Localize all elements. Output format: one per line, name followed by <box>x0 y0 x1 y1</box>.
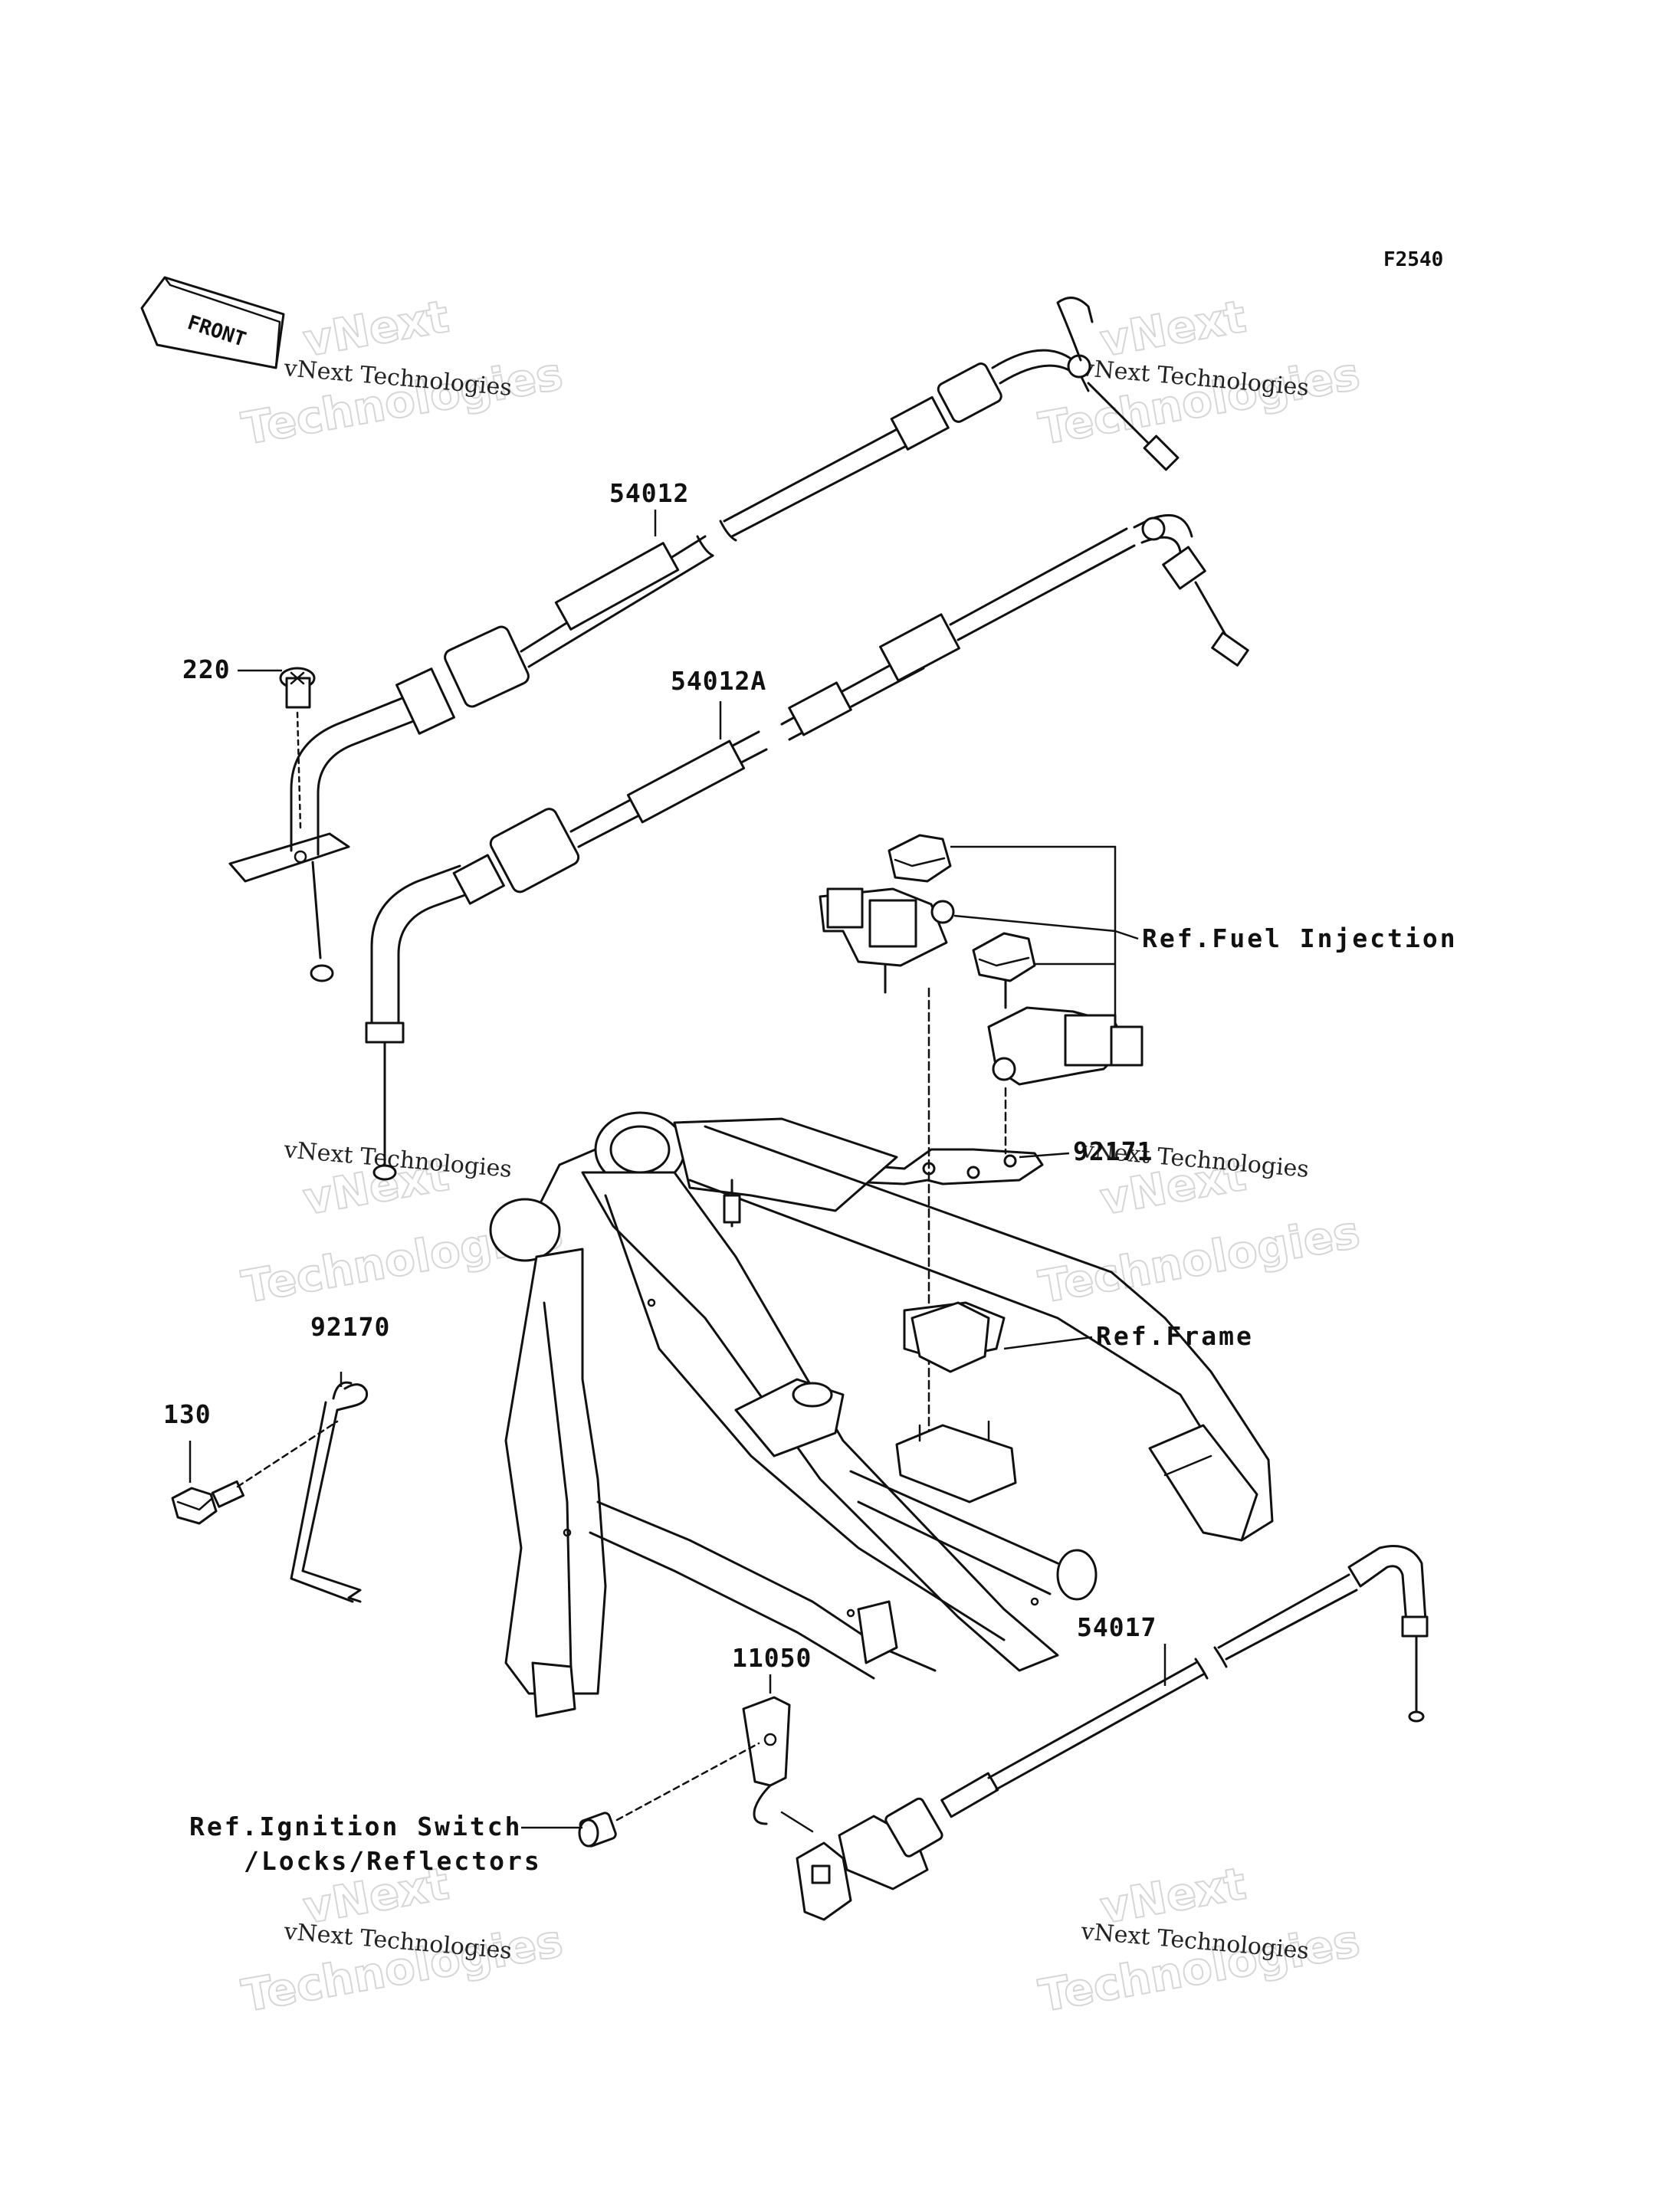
fuel-injection-sensor-upper <box>819 834 955 994</box>
watermark-bottom-right: vNext Technologies vNext Technologies <box>1035 1857 1364 2023</box>
ref-frame-label: Ref.Frame <box>1096 1321 1254 1351</box>
svg-text:vNext: vNext <box>1097 290 1250 367</box>
leader-fuel-injection <box>950 845 1139 1019</box>
watermark-bottom-left: vNext Technologies vNext Technologies <box>238 1857 567 2023</box>
screw-220 <box>279 667 316 829</box>
part-label-220: 220 <box>182 654 231 684</box>
ignition-ref-bolt <box>521 1742 760 1848</box>
clamp-92170 <box>290 1372 369 1603</box>
throttle-cable-54012 <box>228 297 1180 982</box>
part-label-54017: 54017 <box>1077 1612 1157 1642</box>
figure-code: F2540 <box>1383 248 1443 271</box>
front-arrow-icon: FRONT <box>140 276 285 369</box>
svg-text:vNext: vNext <box>300 290 453 367</box>
fuel-injection-sensor-lower <box>972 932 1144 1086</box>
part-label-92171: 92171 <box>1073 1136 1153 1166</box>
bolt-130 <box>171 1420 339 1525</box>
part-label-92170: 92170 <box>310 1312 390 1342</box>
part-label-11050: 11050 <box>732 1643 812 1673</box>
part-label-54012: 54012 <box>609 478 689 508</box>
part-label-130: 130 <box>163 1399 212 1429</box>
ref-ignition-label-line2: /Locks/Reflectors <box>244 1846 542 1876</box>
ref-ignition-label-line1: Ref.Ignition Switch <box>189 1812 523 1841</box>
throttle-cable-54012a <box>365 513 1249 1181</box>
motorcycle-frame <box>489 1111 1274 1718</box>
choke-cable-54017 <box>780 1545 1429 1921</box>
part-label-54012a: 54012A <box>671 666 766 696</box>
svg-text:Technologies: Technologies <box>1035 1205 1363 1313</box>
bracket-11050 <box>742 1674 791 1825</box>
watermark-top-left: vNext Technologies vNext Technologies <box>238 290 567 456</box>
ref-fuel-injection-label: Ref.Fuel Injection <box>1142 923 1458 953</box>
